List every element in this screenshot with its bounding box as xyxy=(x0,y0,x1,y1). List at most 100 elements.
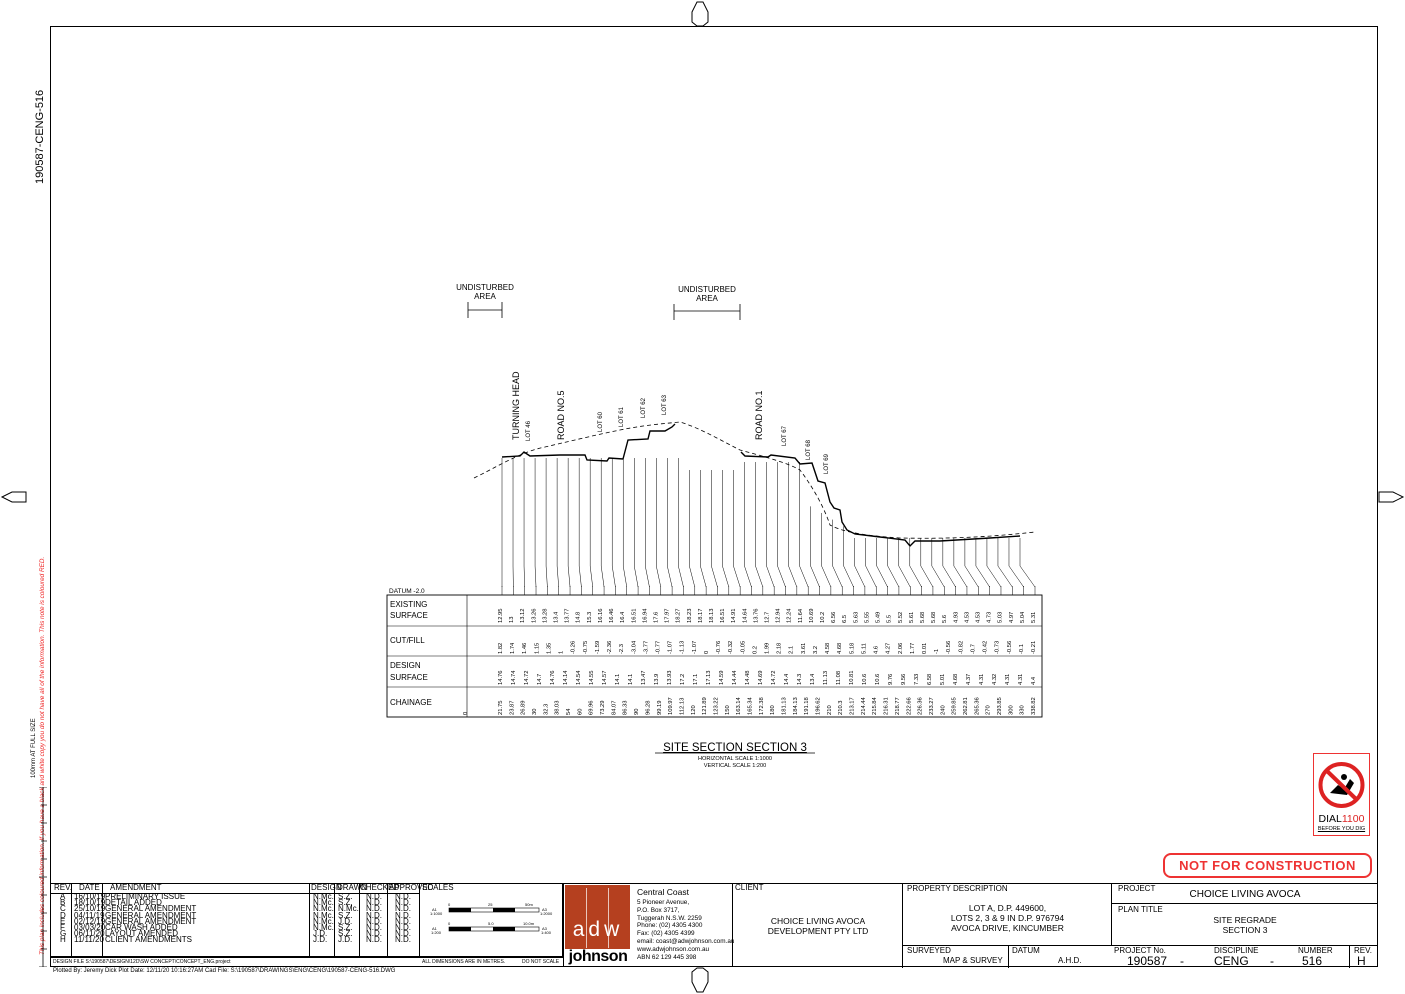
address-line: Fax: (02) 4305 4399 xyxy=(637,930,695,938)
design-value: 14.72 xyxy=(771,670,777,685)
design-value: 14.57 xyxy=(602,670,608,685)
leader-line xyxy=(556,565,559,588)
existing-value: 12.24 xyxy=(787,608,793,623)
cutfill-value: -0.32 xyxy=(728,641,734,654)
svg-text:25: 25 xyxy=(488,902,493,907)
cutfill-value: 1.82 xyxy=(498,643,504,654)
leader-line xyxy=(821,565,832,588)
amendment-drawn: S.Z. xyxy=(338,898,353,908)
existing-value: 16.46 xyxy=(609,608,615,623)
amendment-rev: E xyxy=(60,916,66,926)
rev-box xyxy=(1349,946,1378,968)
chainage-value: 109.97 xyxy=(668,697,674,715)
cutfill-value: -0.56 xyxy=(946,641,952,654)
svg-text:1:2000: 1:2000 xyxy=(540,911,553,916)
hdr-design: DESIGN xyxy=(311,883,342,892)
cutfill-value: 1.77 xyxy=(910,643,916,654)
dimensions-note: ALL DIMENSIONS ARE IN METRES. xyxy=(422,959,506,965)
chainage-value: 172.38 xyxy=(759,697,765,715)
leader-line xyxy=(953,565,968,588)
address-line: email: coast@adwjohnson.com.au xyxy=(637,938,735,945)
scale-bar-100mm xyxy=(39,787,47,967)
existing-value: 16.16 xyxy=(598,608,604,623)
leader-line xyxy=(975,565,990,588)
existing-value: 4.97 xyxy=(1009,612,1015,623)
design-value: 13.4 xyxy=(810,673,816,685)
design-value: 14.48 xyxy=(745,670,751,685)
svg-text:0: 0 xyxy=(448,921,451,926)
design-value: 14.76 xyxy=(498,670,504,685)
project-value: CHOICE LIVING AVOCA xyxy=(1189,889,1301,900)
amendment-design: J.D. xyxy=(313,929,328,939)
amendment-amendment: CLIENT AMENDMENTS xyxy=(105,935,192,945)
leader-line xyxy=(832,565,843,588)
hdr-rev: REV. xyxy=(54,883,72,892)
plan-title-box xyxy=(1112,904,1378,946)
hdr-approved: APPROVED xyxy=(389,883,434,892)
amendment-approved: N.D. xyxy=(395,929,411,939)
existing-value: 13.12 xyxy=(520,608,526,623)
chainage-value: 233.27 xyxy=(929,697,935,715)
no-dig-icon xyxy=(1318,762,1365,808)
cutfill-value: -0.77 xyxy=(655,641,661,654)
amendment-approved: N.D. xyxy=(395,910,411,920)
cutfill-value: -2.36 xyxy=(607,641,613,654)
chainage-value: 0 xyxy=(463,712,469,715)
existing-value: 14.64 xyxy=(742,608,748,623)
amendment-approved: N.D. xyxy=(395,898,411,908)
section-data-table: DATUM -2.0 EXISTING SURFACE CUT/FILL DES… xyxy=(386,588,1043,718)
existing-value: 13.76 xyxy=(753,608,759,623)
design-value: 14.1 xyxy=(628,674,634,685)
chainage-value: 191.18 xyxy=(804,697,810,715)
logo-johnson: johnson xyxy=(568,948,628,965)
cutfill-value: -0.26 xyxy=(571,641,577,654)
cutfill-value: -0.1 xyxy=(1019,644,1025,654)
leader-line xyxy=(854,565,866,588)
existing-value: 5.03 xyxy=(998,612,1004,623)
address-line: Tuggerah N.S.W. 2259 xyxy=(637,914,702,922)
cutfill-value: -0.05 xyxy=(740,641,746,654)
design-value: 4.37 xyxy=(966,674,972,685)
dash-1: - xyxy=(1180,954,1184,968)
existing-value: 16.51 xyxy=(720,608,726,623)
existing-value: 14.8 xyxy=(576,612,582,623)
existing-value: 11.64 xyxy=(798,608,804,623)
amendment-design: N.Mc. xyxy=(313,892,334,901)
amendment-drawn: J.D. xyxy=(338,916,353,926)
existing-value: 5.52 xyxy=(898,612,904,623)
chainage-value: 38.03 xyxy=(555,700,561,715)
property-label: PROPERTY DESCRIPTION xyxy=(907,884,1008,893)
chainage-value: 30 xyxy=(532,709,538,715)
leader-line xyxy=(997,565,1013,588)
hdr-date: DATE xyxy=(79,883,100,892)
existing-value: 5.63 xyxy=(853,612,859,623)
leader-line xyxy=(600,565,605,588)
existing-value: 5.6 xyxy=(942,615,948,623)
amendment-approved: N.D. xyxy=(395,935,411,945)
svg-text:0: 0 xyxy=(448,902,451,907)
undisturbed-label-1a: UNDISTURBED xyxy=(456,283,514,292)
design-value: 4.4 xyxy=(1031,676,1037,685)
chainage-value: 215.84 xyxy=(872,696,878,715)
datum-box-value: A.H.D. xyxy=(1058,956,1082,965)
design-value: 17.2 xyxy=(680,674,686,685)
cutfill-value: -0.42 xyxy=(983,641,989,654)
existing-value: 6.56 xyxy=(831,612,837,623)
undisturbed-label-1b: AREA xyxy=(474,292,496,301)
amendment-table xyxy=(51,884,420,957)
chainage-value: 338.82 xyxy=(1031,697,1037,715)
leader-line xyxy=(744,565,752,588)
svg-text:5.0: 5.0 xyxy=(488,921,494,926)
label-lot67: LOT 67 xyxy=(782,425,788,446)
cutfill-value: 1.46 xyxy=(522,643,528,654)
existing-value: 5.68 xyxy=(920,612,926,623)
title-block xyxy=(50,883,1378,968)
design-surface-line xyxy=(501,423,1021,548)
leader-line xyxy=(700,565,707,588)
leader-line xyxy=(611,565,616,588)
cutfill-value: 2.06 xyxy=(898,643,904,654)
existing-value: 5.31 xyxy=(1031,612,1037,623)
design-value: 13.47 xyxy=(641,670,647,685)
